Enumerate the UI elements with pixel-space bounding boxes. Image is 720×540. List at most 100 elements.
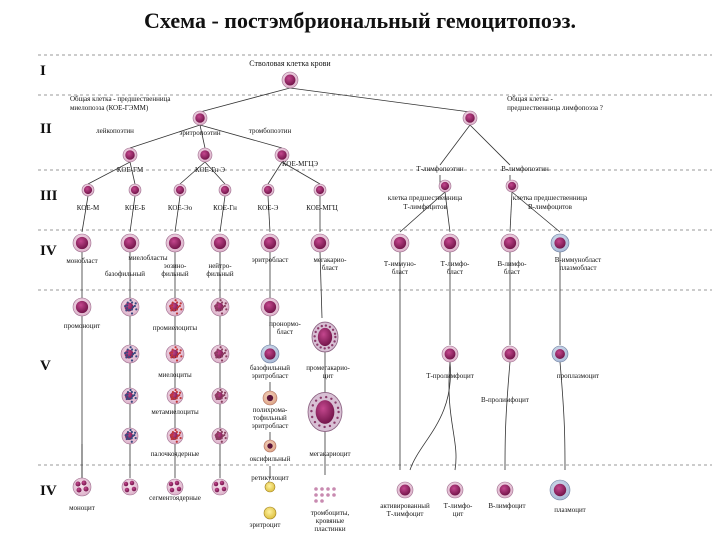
- eosinophilic-myeloblast-cell: [165, 233, 185, 253]
- class-numeral: III: [40, 188, 58, 204]
- connector-line: [174, 195, 181, 233]
- erythroblast-label: эритробласт: [252, 256, 289, 264]
- koe-gn-cell: [218, 183, 232, 197]
- monocyte-label: моноцит: [69, 504, 95, 512]
- class-numeral: V: [40, 358, 51, 374]
- connector-line: [129, 124, 201, 149]
- platelets-label: пластинки: [314, 525, 345, 533]
- polychromatophilic-label: тофильный: [253, 414, 287, 422]
- polychromatophilic-erythroblast-cell: [262, 390, 278, 406]
- class-numeral: I: [40, 63, 46, 79]
- connector-line: [87, 161, 131, 185]
- connector-line: [469, 124, 511, 166]
- erythropoietin-label: эритропоэтин: [179, 129, 221, 137]
- neutrophilic-metamyelocyte-cell: [211, 387, 229, 405]
- megakaryocyte-label: мегакариоцит: [309, 450, 350, 458]
- myeloid-progenitor-label: Общая клетка - предшественница: [70, 95, 171, 103]
- activated-t-lymphocyte-cell: [396, 481, 414, 499]
- b-precursor-cell: [505, 179, 519, 193]
- b-lymphoblast-cell: [500, 233, 520, 253]
- pronormoblast-cell: [260, 297, 280, 317]
- koe-gn-label: КОЕ-Гн: [213, 204, 237, 212]
- eosinophilic-myelocyte-cell: [165, 344, 185, 364]
- b-lymphocyte-cell: [496, 481, 514, 499]
- class-numeral: II: [40, 121, 52, 137]
- monocyte-cell: [72, 477, 92, 497]
- koe-gne-cell: [197, 147, 213, 163]
- t-lymphocyte-label: Т-лимфо-: [444, 502, 473, 510]
- connector-line: [504, 361, 511, 471]
- neutrophilic-label: нейтро-: [208, 262, 232, 270]
- oxyphilic-erythroblast-cell: [263, 439, 277, 453]
- koe-eo-label: КОЕ-Эо: [168, 204, 193, 212]
- connector-line: [199, 124, 283, 149]
- connector-line: [281, 161, 321, 185]
- connector-line: [179, 161, 206, 185]
- b-immunoblast-label: плазмобласт: [559, 264, 596, 272]
- t-lymphoblast-label: Т-лимфо-: [441, 260, 470, 268]
- t-lymphoblast-cell: [440, 233, 460, 253]
- connector-line: [509, 191, 513, 233]
- koe-mgce-label: КОЕ-МГЦЭ: [282, 160, 318, 168]
- plasmocyte-cell: [549, 479, 571, 501]
- b-lymphopoietin-label: В-лимфопоэтин: [501, 165, 549, 173]
- koe-e-label: КОЕ-Э: [258, 204, 279, 212]
- koe-eo-cell: [173, 183, 187, 197]
- promonocyte-cell: [72, 297, 92, 317]
- eosinophilic-label: фильный: [161, 270, 188, 278]
- eosinophilic-band-cell: [166, 427, 184, 445]
- promyelocytes-label: промиелоциты: [153, 324, 197, 332]
- koe-b-label: КОЕ-Б: [125, 204, 145, 212]
- basophilic-erythroblast-label: базофильный: [250, 364, 290, 372]
- proplasmocyte-label: проплазмоцит: [557, 372, 599, 380]
- metamyelocytes-label: метамиелоциты: [151, 408, 199, 416]
- platelets-cell: [314, 487, 336, 503]
- pronormoblast-label: бласт: [277, 328, 293, 336]
- myeloid-progenitor-cell: [192, 110, 208, 126]
- b-precursor-label: В-лимфоцитов: [528, 203, 573, 211]
- connector-line: [129, 195, 136, 233]
- myeloid-progenitor-label: миелопоэза (КОЕ-ГЭММ): [70, 104, 149, 112]
- megakaryoblast-label: бласт: [322, 264, 338, 272]
- connector-line: [204, 161, 226, 185]
- koe-mgc-label: КОЕ-МГЦ: [306, 204, 337, 212]
- t-lymphoblast-label: бласт: [447, 268, 463, 276]
- pronormoblast-label: пронормо-: [269, 320, 301, 328]
- t-lymphopoietin-label: Т-лимфопоэтин: [416, 165, 463, 173]
- b-lymphocyte-label: В-лимфоцит: [488, 502, 525, 510]
- promegakaryocyte-label: промегакарио-: [306, 364, 350, 372]
- koe-gm-label: КОЕ-ГМ: [117, 166, 144, 174]
- eosinophilic-promyelocyte-cell: [165, 297, 185, 317]
- eosinophilic-label: эозино-: [164, 262, 187, 270]
- promegakaryocyte-cell: [311, 321, 339, 353]
- promonocyte-label: промоноцит: [64, 322, 100, 330]
- t-immunoblast-label: бласт: [392, 268, 408, 276]
- leukopoietin-label: лейкопоэтин: [96, 127, 134, 135]
- koe-mgc-cell: [313, 183, 327, 197]
- plasmocyte-label: плазмоцит: [554, 506, 586, 514]
- activated-t-lymphocyte-label: активированный: [380, 502, 430, 510]
- erythroblast-cell: [260, 233, 280, 253]
- connector-line: [129, 161, 136, 185]
- proplasmocyte-cell: [551, 345, 569, 363]
- basophilic-metamyelocyte-cell: [121, 387, 139, 405]
- polychromatophilic-label: полихрома-: [253, 406, 288, 414]
- t-precursor-label: клетка предшественница: [388, 194, 463, 202]
- erythrocyte-label: эритроцит: [250, 521, 281, 529]
- koe-gm-cell: [122, 147, 138, 163]
- basophilic-myelocyte-cell: [120, 344, 140, 364]
- koe-m-label: КОЕ-М: [77, 204, 100, 212]
- connector-line: [267, 161, 283, 185]
- b-immunoblast-cell: [550, 233, 570, 253]
- t-lymphocyte-cell: [446, 481, 464, 499]
- segmented-label: сегментоядерные: [149, 494, 201, 502]
- activated-t-lymphocyte-label: Т-лимфоцит: [387, 510, 424, 518]
- neutrophilic-label: фильный: [206, 270, 233, 278]
- myelocytes-label: миелоциты: [158, 371, 192, 379]
- koe-b-cell: [128, 183, 142, 197]
- proplasmocyte-precursor-cell: [501, 345, 519, 363]
- basophilic-erythroblast-cell: [260, 344, 280, 364]
- erythrocyte-cell: [263, 506, 277, 520]
- monoblast-label: монобласт: [66, 257, 97, 265]
